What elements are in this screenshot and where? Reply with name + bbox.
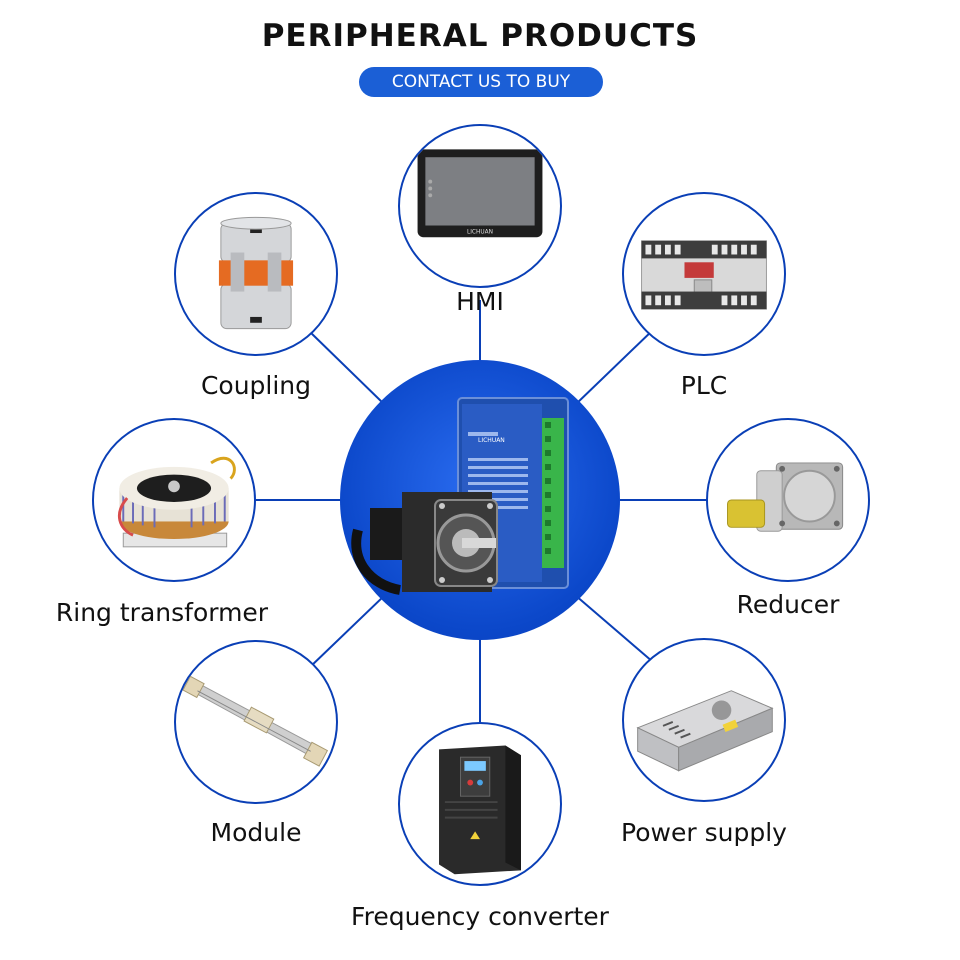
ring-transformer-node[interactable] <box>92 418 256 582</box>
module-label: Module <box>210 818 302 847</box>
planetary-reducer-icon <box>727 462 844 532</box>
power-supply-label: Power supply <box>621 818 787 847</box>
linear-module-icon <box>182 675 329 767</box>
frequency-converter-icon <box>439 745 521 875</box>
hmi-label: HMI <box>456 287 504 316</box>
reducer-node[interactable] <box>706 418 870 582</box>
contact-us-button[interactable]: CONTACT US TO BUY <box>359 67 603 97</box>
frequency-converter-label: Frequency converter <box>351 902 609 931</box>
toroidal-transformer-icon <box>117 456 236 548</box>
page-title: PERIPHERAL PRODUCTS <box>261 18 699 54</box>
power-supply-node[interactable] <box>622 638 786 802</box>
hmi-touchscreen-icon: LICHUAN <box>417 149 543 238</box>
hub-stepper-driver-motor: LICHUAN <box>340 360 620 640</box>
coupling-node[interactable] <box>174 192 338 356</box>
stepper-motor-icon <box>351 492 498 595</box>
plc-controller-icon <box>641 240 767 310</box>
plc-node[interactable] <box>622 192 786 356</box>
plc-label: PLC <box>680 371 728 400</box>
ring-transformer-label: Ring transformer <box>55 598 269 627</box>
svg-text:LICHUAN: LICHUAN <box>478 437 505 444</box>
svg-text:LICHUAN: LICHUAN <box>467 229 493 235</box>
shaft-coupling-icon <box>218 216 294 330</box>
coupling-label: Coupling <box>200 371 312 400</box>
frequency-converter-node[interactable] <box>398 722 562 886</box>
power-supply-icon <box>636 690 774 772</box>
module-node[interactable] <box>174 640 338 804</box>
reducer-label: Reducer <box>736 590 840 619</box>
hmi-node[interactable]: LICHUAN <box>398 124 562 288</box>
